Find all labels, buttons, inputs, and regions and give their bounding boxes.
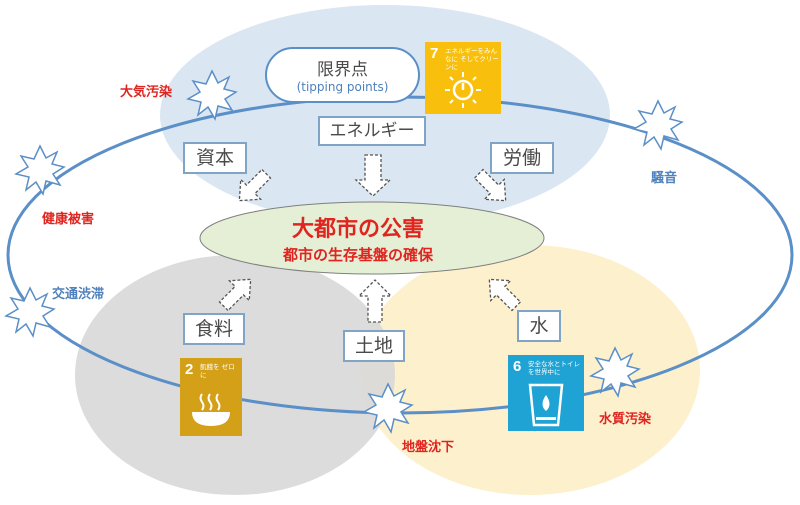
land-label: 土地 (354, 335, 393, 357)
sun-power-icon (445, 72, 481, 108)
labor-label: 労働 (502, 147, 541, 169)
burst-water (588, 346, 641, 399)
energy-circle (160, 5, 610, 225)
center-subtitle: 都市の生存基盤の確保 (283, 246, 434, 264)
tipping-points-box: 限界点 (tipping points) (265, 47, 420, 103)
sdg6-icon: 6 安全な水とトイレ を世界中に (508, 355, 584, 431)
bowl-icon (192, 393, 230, 426)
sdg7-icon: 7 エネルギーをみんなに そしてクリーンに (425, 42, 501, 114)
arrow-land (357, 279, 393, 323)
traffic-jam-label: 交通渋滞 (52, 287, 105, 302)
arrow-labor (473, 168, 507, 202)
arrow-water (488, 278, 522, 312)
center-title: 大都市の公害 (292, 217, 425, 242)
food-label-box: 食料 (183, 313, 245, 345)
food-label: 食料 (194, 318, 233, 340)
tipping-points-subtitle: (tipping points) (296, 80, 389, 94)
water-label-box: 水 (517, 310, 561, 342)
air-pollution-label: 大気汚染 (120, 85, 173, 100)
land-label-box: 土地 (343, 330, 405, 362)
subsidence-label: 地盤沈下 (402, 440, 455, 455)
center-ellipse (199, 201, 545, 275)
water-glass-icon (528, 383, 564, 427)
capital-label: 資本 (195, 147, 234, 169)
burst-subsidence (361, 382, 414, 435)
capital-label-box: 資本 (183, 142, 247, 174)
tipping-points-title: 限界点 (317, 60, 368, 80)
water-label: 水 (529, 315, 549, 337)
sdg2-icon: 2 飢餓を ゼロに (180, 358, 242, 436)
water-pollution-label: 水質汚染 (599, 412, 652, 427)
health-damage-label: 健康被害 (42, 212, 95, 227)
burst-traffic (3, 286, 56, 339)
burst-health (13, 144, 66, 197)
arrow-food (218, 278, 252, 312)
burst-noise (631, 99, 684, 152)
energy-label-box: エネルギー (318, 116, 426, 146)
arrow-energy (354, 154, 392, 197)
noise-label: 騒音 (651, 171, 678, 186)
labor-label-box: 労働 (490, 142, 554, 174)
burst-air (185, 69, 238, 122)
energy-label: エネルギー (329, 121, 415, 141)
arrow-capital (238, 168, 272, 202)
